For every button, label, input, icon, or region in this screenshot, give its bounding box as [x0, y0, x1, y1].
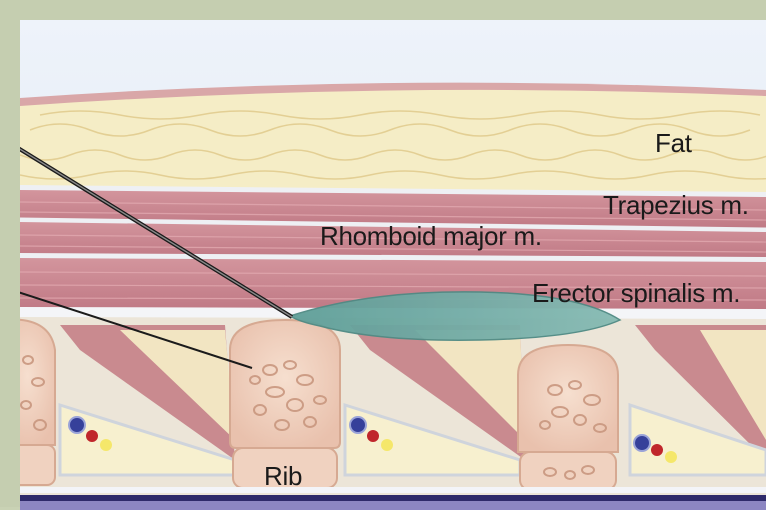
label-trapezius: Trapezius m.: [603, 192, 749, 218]
artery-icon: [367, 430, 379, 442]
vein-icon: [634, 435, 650, 451]
vein-icon: [350, 417, 366, 433]
artery-icon: [86, 430, 98, 442]
nerve-icon: [665, 451, 677, 463]
rib-partial-left: [20, 319, 55, 485]
label-rib: Rib: [264, 463, 302, 489]
label-erector-spinalis: Erector spinalis m.: [532, 280, 740, 306]
label-rhomboid-major: Rhomboid major m.: [320, 223, 542, 249]
rib-2: [518, 345, 618, 490]
label-fat: Fat: [655, 130, 692, 156]
anatomy-illustration: [20, 20, 766, 510]
nerve-icon: [100, 439, 112, 451]
vein-icon: [69, 417, 85, 433]
lung: [20, 501, 766, 510]
nerve-icon: [381, 439, 393, 451]
anatomy-scene: Fat Trapezius m. Rhomboid major m. Erect…: [20, 20, 766, 510]
artery-icon: [651, 444, 663, 456]
